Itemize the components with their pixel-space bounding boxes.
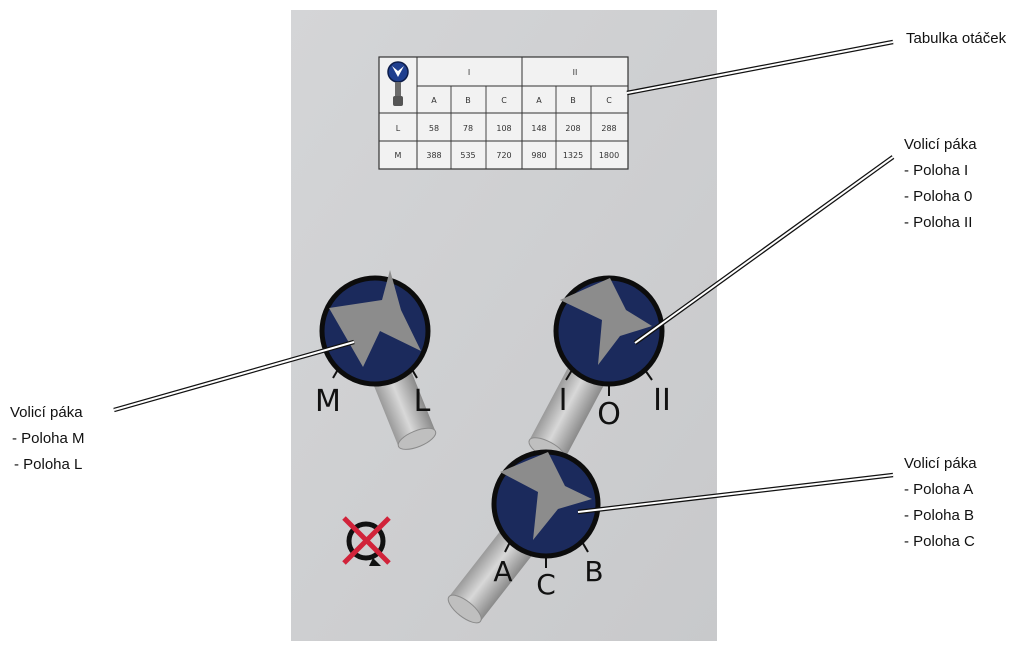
callout-item: - Poloha A — [904, 481, 974, 498]
leader-lines — [113, 39, 895, 515]
callout-item: - Poloha II — [904, 214, 973, 231]
step-selector-lever[interactable]: A C B — [444, 449, 604, 628]
table-cell: 980 — [531, 151, 546, 160]
callout-item: - Poloha B — [904, 507, 975, 524]
callout-item: - Poloha I — [904, 162, 969, 179]
callout-title: Tabulka otáček — [906, 30, 1007, 47]
speed-table: I II A B C A B C L 58 78 108 148 208 288… — [378, 56, 629, 170]
step-position-a: A — [493, 555, 512, 588]
callout-range-lever: Volicí páka - Poloha M - Poloha L — [10, 400, 85, 478]
gear-position-ii: II — [653, 383, 671, 418]
table-cell: 148 — [531, 124, 546, 133]
step-position-b: B — [584, 555, 603, 588]
table-cell: 1800 — [599, 151, 619, 160]
pointer-arrow-icon — [560, 278, 652, 365]
callout-speed-table: Tabulka otáček — [906, 26, 1006, 52]
no-rotation-icon — [342, 516, 391, 566]
gear-lever-icon — [387, 61, 409, 106]
callout-gear-lever: Volicí páka - Poloha I - Poloha 0 - Polo… — [904, 132, 977, 236]
table-cell: 58 — [429, 124, 439, 133]
table-row-label: M — [395, 151, 402, 160]
callout-title: Volicí páka — [10, 404, 83, 421]
table-col-letter: C — [501, 96, 507, 105]
callout-title: Volicí páka — [904, 455, 977, 472]
callout-item: - Poloha M — [12, 430, 85, 447]
range-position-m: M — [315, 384, 341, 419]
table-cell: 535 — [460, 151, 475, 160]
table-col-letter: A — [431, 96, 437, 105]
table-cell: 720 — [496, 151, 511, 160]
table-cell: 78 — [463, 124, 473, 133]
table-col-letter: C — [606, 96, 612, 105]
callout-item: - Poloha C — [904, 533, 975, 550]
table-cell: 108 — [496, 124, 511, 133]
table-cell: 1325 — [563, 151, 583, 160]
table-col-letter: A — [536, 96, 542, 105]
range-position-l: L — [414, 384, 431, 419]
callout-item: - Poloha L — [14, 456, 83, 473]
table-cell: 388 — [426, 151, 441, 160]
table-cell: 288 — [601, 124, 616, 133]
gear-position-o: O — [597, 397, 621, 432]
callout-title: Volicí páka — [904, 136, 977, 153]
table-cell: 208 — [565, 124, 580, 133]
table-group-1: I — [468, 68, 470, 77]
callout-step-lever: Volicí páka - Poloha A - Poloha B - Polo… — [904, 451, 977, 555]
step-position-c: C — [536, 568, 556, 601]
table-col-letter: B — [465, 96, 471, 105]
table-group-2: II — [573, 68, 578, 77]
table-row-label: L — [396, 124, 401, 133]
callout-item: - Poloha 0 — [904, 188, 973, 205]
gear-position-i: I — [559, 383, 568, 418]
table-col-letter: B — [570, 96, 576, 105]
pointer-arrow-icon — [500, 452, 592, 540]
